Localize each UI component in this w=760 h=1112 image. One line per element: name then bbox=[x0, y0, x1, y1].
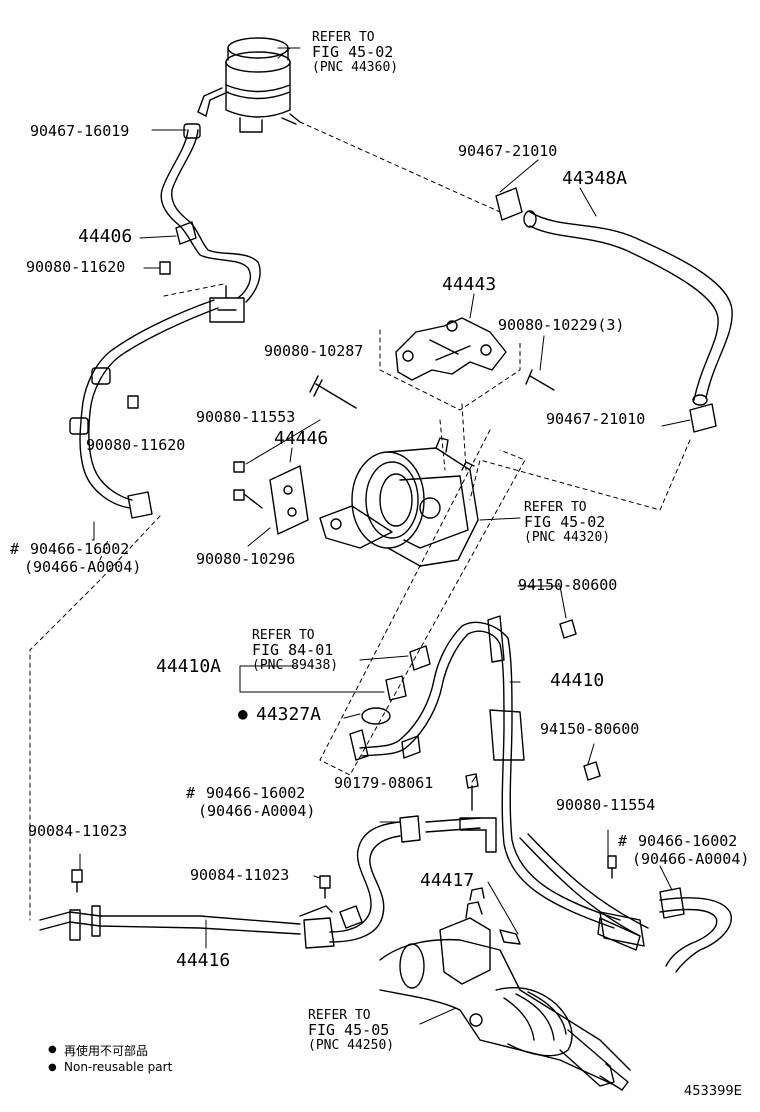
ref-line3: (PNC 44250) bbox=[308, 1038, 395, 1053]
return-pipe bbox=[69, 285, 245, 519]
label-44443: 44443 bbox=[442, 274, 497, 295]
legend-text-en: Non-reusable part bbox=[64, 1060, 173, 1074]
label-44417: 44417 bbox=[420, 870, 475, 891]
reservoir-tank bbox=[197, 37, 301, 133]
label-90084-11023-b: 90084-11023 bbox=[190, 866, 290, 884]
hash-marker-a: # bbox=[10, 540, 20, 558]
steering-rack bbox=[379, 887, 631, 1091]
label-44327A: 44327A bbox=[256, 704, 322, 725]
ref-line1: REFER TO bbox=[308, 1008, 371, 1023]
label-90179-08061: 90179-08061 bbox=[334, 774, 434, 792]
figure-id: 453399E bbox=[684, 1084, 742, 1099]
label-90080-11620-b: 90080-11620 bbox=[86, 436, 186, 454]
label-44410: 44410 bbox=[550, 670, 605, 691]
label-90080-10296: 90080-10296 bbox=[196, 550, 296, 568]
label-90466-A0004-b: (90466-A0004) bbox=[198, 802, 316, 820]
label-90084-11023-a: 90084-11023 bbox=[28, 822, 128, 840]
ref-line1: REFER TO bbox=[252, 628, 315, 643]
ref-line2: FIG 45-02 bbox=[312, 43, 394, 61]
label-90467-21010-b: 90467-21010 bbox=[546, 410, 646, 428]
dot-marker-44327A: ● bbox=[238, 704, 248, 723]
return-line bbox=[39, 815, 497, 949]
label-90466-A0004-a: (90466-A0004) bbox=[24, 558, 142, 576]
steering-pump bbox=[319, 437, 479, 567]
hash-marker-c: # bbox=[618, 832, 628, 850]
label-94150-80600-b: 94150-80600 bbox=[540, 720, 640, 738]
label-90466-16002-a: 90466-16002 bbox=[30, 540, 130, 558]
label-90466-16002-b: 90466-16002 bbox=[206, 784, 306, 802]
fittings bbox=[361, 619, 601, 811]
ref-line1: REFER TO bbox=[312, 30, 375, 45]
label-44348A: 44348A bbox=[562, 168, 628, 189]
label-90466-16002-c: 90466-16002 bbox=[638, 832, 738, 850]
ref-line2: FIG 45-02 bbox=[524, 513, 606, 531]
legend-dot-en: ● bbox=[48, 1062, 57, 1073]
hash-marker-b: # bbox=[186, 784, 196, 802]
refer-fig-84-01: REFER TO FIG 84-01 (PNC 89438) bbox=[252, 628, 338, 673]
label-90467-21010-top: 90467-21010 bbox=[458, 142, 558, 160]
legend-dot-cn: ● bbox=[48, 1044, 57, 1055]
refer-fig-45-02-b: REFER TO FIG 45-02 (PNC 44320) bbox=[524, 500, 610, 545]
label-90466-A0004-c: (90466-A0004) bbox=[632, 850, 750, 868]
label-90080-11553: 90080-11553 bbox=[196, 408, 296, 426]
suction-hose-44348A bbox=[495, 187, 733, 433]
ref-line2: FIG 45-05 bbox=[308, 1021, 390, 1039]
ref-line2: FIG 84-01 bbox=[252, 641, 334, 659]
ref-line1: REFER TO bbox=[524, 500, 587, 515]
pressure-line-44410 bbox=[349, 615, 649, 947]
ref-line3: (PNC 89438) bbox=[252, 658, 339, 673]
label-90080-11620-a: 90080-11620 bbox=[26, 258, 126, 276]
pump-bracket-44443 bbox=[395, 317, 507, 381]
refer-fig-45-02-a: REFER TO FIG 45-02 (PNC 44360) bbox=[312, 30, 398, 75]
legend-text-cn: 再使用不可部品 bbox=[64, 1044, 149, 1058]
label-44410A: 44410A bbox=[156, 656, 222, 677]
label-44406: 44406 bbox=[78, 226, 133, 247]
ref-line3: (PNC 44320) bbox=[524, 530, 611, 545]
rack-return-hose bbox=[597, 887, 732, 973]
label-44446: 44446 bbox=[274, 428, 329, 449]
plate-44446 bbox=[269, 465, 309, 535]
return-hose-44406 bbox=[160, 123, 261, 303]
label-44416: 44416 bbox=[176, 950, 231, 971]
label-90080-10229: 90080-10229(3) bbox=[498, 316, 625, 334]
label-90467-16019: 90467-16019 bbox=[30, 122, 130, 140]
label-94150-80600-a: 94150-80600 bbox=[518, 576, 618, 594]
ref-line3: (PNC 44360) bbox=[312, 60, 399, 75]
label-90080-10287: 90080-10287 bbox=[264, 342, 364, 360]
refer-fig-45-05: REFER TO FIG 45-05 (PNC 44250) bbox=[308, 1008, 394, 1053]
label-90080-11554: 90080-11554 bbox=[556, 796, 656, 814]
